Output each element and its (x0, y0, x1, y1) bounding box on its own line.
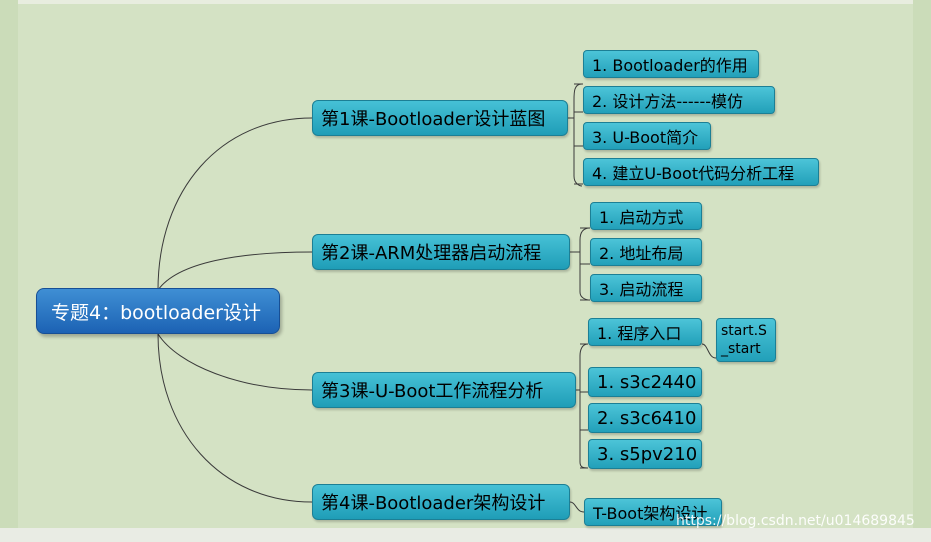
frame-top (0, 0, 931, 4)
lesson-1-topic-3: 3. U-Boot简介 (583, 122, 711, 150)
lesson-3-entry-detail: start.S _start (716, 318, 776, 362)
lesson-2: 第2课-ARM处理器启动流程 (312, 234, 570, 270)
connector-lesson3-topics (580, 343, 588, 469)
lesson-2-topic-1: 1. 启动方式 (590, 202, 702, 230)
topic-label: T-Boot架构设计 (593, 504, 708, 523)
topic-label: 1. 启动方式 (599, 208, 684, 227)
lesson-3-topic-1: 1. 程序入口 (588, 318, 702, 346)
topic-label: 1. 程序入口 (597, 324, 682, 343)
lesson-3: 第3课-U-Boot工作流程分析 (312, 372, 576, 408)
lesson-2-topic-3: 3. 启动流程 (590, 274, 702, 302)
topic-label: 4. 建立U-Boot代码分析工程 (592, 164, 795, 183)
connector-lesson3-bracket (574, 343, 589, 469)
frame-bottom (0, 528, 931, 542)
lesson-1: 第1课-Bootloader设计蓝图 (312, 100, 568, 136)
lesson-1-topic-1: 1. Bootloader的作用 (583, 50, 759, 78)
frame-right (913, 0, 931, 528)
lesson-1-label: 第1课-Bootloader设计蓝图 (321, 109, 546, 130)
root-topic-label: 专题4：bootloader设计 (51, 301, 261, 324)
topic-label: 3. 启动流程 (599, 280, 684, 299)
lesson-2-label: 第2课-ARM处理器启动流程 (321, 243, 542, 264)
topic-label: 1. Bootloader的作用 (592, 56, 748, 75)
connector-lesson4-topic (569, 501, 585, 513)
root-topic: 专题4：bootloader设计 (36, 288, 280, 334)
lesson-1-topic-4: 4. 建立U-Boot代码分析工程 (583, 158, 819, 186)
connector-lesson1-bracket (566, 83, 583, 187)
connector-root-lesson3 (157, 333, 313, 391)
lesson-3-topic-2: 1. s3c2440 (588, 367, 702, 397)
topic-label: 2. 地址布局 (599, 244, 684, 263)
connector-entry-detail (701, 343, 717, 359)
lesson-4-label: 第4课-Bootloader架构设计 (321, 493, 546, 514)
entry-detail-label: start.S _start (721, 323, 767, 357)
frame-left (0, 0, 18, 528)
connector-root-lesson4 (157, 333, 313, 503)
topic-label: 1. s3c2440 (597, 371, 697, 393)
topic-label: 2. s3c6410 (597, 407, 697, 429)
connector-lesson1-topics (574, 83, 583, 185)
lesson-3-label: 第3课-U-Boot工作流程分析 (321, 381, 544, 402)
topic-label: 3. s5pv210 (597, 443, 698, 465)
connector-root-lesson2 (157, 251, 313, 291)
topic-label: 2. 设计方法------模仿 (592, 92, 743, 111)
topic-label: 3. U-Boot简介 (592, 128, 699, 147)
lesson-4: 第4课-Bootloader架构设计 (312, 484, 570, 520)
connector-root-lesson1 (157, 117, 313, 291)
lesson-4-topic-1: T-Boot架构设计 (584, 498, 722, 526)
watermark: https://blog.csdn.net/u014689845 (676, 513, 915, 529)
lesson-2-topic-2: 2. 地址布局 (590, 238, 702, 266)
lesson-3-topic-4: 3. s5pv210 (588, 439, 702, 469)
lesson-3-topic-3: 2. s3c6410 (588, 403, 702, 433)
connector-lesson2-topics (580, 227, 590, 301)
lesson-1-topic-2: 2. 设计方法------模仿 (583, 86, 775, 114)
